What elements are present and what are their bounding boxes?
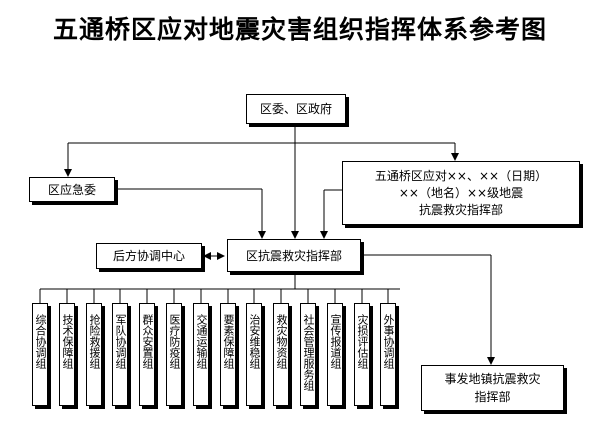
working-group-box: 治安维稳组: [246, 303, 262, 406]
working-group-label: 军队协调组: [114, 314, 127, 369]
working-group-box: 救灾物资组: [273, 303, 289, 406]
working-group-box: 交通运输组: [193, 303, 209, 406]
working-group-label: 抢险救援组: [88, 314, 101, 369]
onsite-command-line1: 事发地镇抗震救灾: [444, 372, 541, 386]
working-group-box: 宣传报道组: [327, 303, 343, 406]
working-group-box: 技术保障组: [59, 303, 75, 406]
working-group-label: 综合协调组: [34, 314, 47, 369]
emergency-committee-label: 区应急委: [47, 182, 96, 197]
working-group-label: 灾损评估组: [356, 314, 369, 369]
working-group-label: 社会管理服务组: [302, 314, 315, 391]
district-party-government-label: 区委、区政府: [259, 102, 332, 116]
working-group-box: 医疗防疫组: [166, 303, 182, 406]
working-group-box: 抢险救援组: [86, 303, 102, 406]
working-group-label: 外事协调组: [382, 314, 395, 369]
district-party-government-box: 区委、区政府: [246, 94, 346, 124]
working-group-box: 灾损评估组: [354, 303, 370, 406]
event-command-line3: 抗震救灾指挥部: [418, 202, 503, 217]
working-group-label: 宣传报道组: [329, 314, 342, 369]
onsite-command-line2: 指挥部: [474, 390, 511, 404]
working-group-box: 外事协调组: [380, 303, 396, 406]
working-group-box: 综合协调组: [32, 303, 48, 406]
onsite-command-box: 事发地镇抗震救灾 指挥部: [421, 365, 564, 411]
working-group-box: 社会管理服务组: [300, 303, 316, 406]
emergency-committee-box: 区应急委: [29, 177, 115, 202]
working-group-label: 救灾物资组: [275, 314, 288, 369]
event-command-line1: 五通桥区应对××、××（日期）: [374, 168, 548, 183]
working-group-label: 治安维稳组: [248, 314, 261, 369]
logistics-center-label: 后方协调中心: [112, 249, 185, 263]
working-group-label: 交通运输组: [195, 314, 208, 369]
page-title: 五通桥区应对地震灾害组织指挥体系参考图: [52, 15, 547, 44]
working-group-box: 要素保障组: [220, 303, 236, 406]
working-group-label: 群众安置组: [141, 314, 154, 369]
working-group-label: 技术保障组: [61, 314, 74, 369]
working-group-label: 要素保障组: [222, 314, 235, 369]
working-group-label: 医疗防疫组: [168, 314, 181, 369]
event-command-line2: ××（地名）××级地震: [398, 185, 524, 200]
event-command-box: 五通桥区应对××、××（日期） ××（地名）××级地震 抗震救灾指挥部: [342, 161, 580, 225]
working-group-box: 群众安置组: [139, 303, 155, 406]
district-hq-label: 区抗震救灾指挥部: [245, 248, 342, 263]
working-group-box: 军队协调组: [112, 303, 128, 406]
district-hq-box: 区抗震救灾指挥部: [227, 239, 361, 272]
logistics-center-box: 后方协调中心: [96, 243, 202, 269]
